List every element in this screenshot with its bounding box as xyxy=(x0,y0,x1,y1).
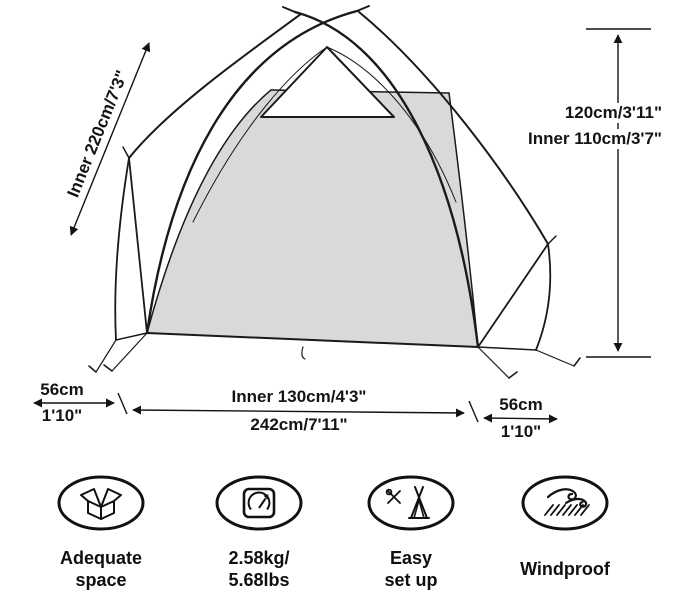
tent-door-vent xyxy=(260,46,395,118)
feature-label-line2: space xyxy=(75,570,127,590)
feature-label-line2: set up xyxy=(384,570,438,590)
dim-vestibule-right-imperial: 1'10" xyxy=(500,422,542,441)
feature-label-line1: Windproof xyxy=(520,559,610,580)
dim-total-width-label: 242cm/7'11" xyxy=(250,415,348,434)
tent-line-art xyxy=(33,5,651,424)
feature-label: Easy set up xyxy=(384,547,437,593)
feature-label: Windproof xyxy=(520,547,610,593)
feature-label-line2: 5.68lbs xyxy=(228,570,290,590)
feature-windproof: Windproof xyxy=(490,474,640,593)
dim-outer-height-label: 120cm/3'11" xyxy=(561,103,665,123)
open-box-icon xyxy=(56,474,146,532)
wind-icon xyxy=(520,474,610,532)
feature-label-line1: Adequate xyxy=(59,548,142,569)
feature-adequate-space: Adequate space xyxy=(26,474,176,593)
feature-label: 2.58kg/ 5.68lbs xyxy=(228,547,289,593)
dim-inner-width-label: Inner 130cm/4'3" xyxy=(231,387,367,406)
dim-vestibule-left-imperial: 1'10" xyxy=(41,406,83,425)
dimension-lines xyxy=(33,28,651,424)
tent-floor-panel xyxy=(147,90,478,347)
dim-vestibule-right-metric: 56cm xyxy=(499,395,543,414)
feature-label: Adequate space xyxy=(60,547,142,593)
feature-weight: 2.58kg/ 5.68lbs xyxy=(184,474,334,593)
weight-scale-icon xyxy=(214,474,304,532)
feature-label-line1: 2.58kg/ xyxy=(228,548,290,569)
feature-label-line1: Easy xyxy=(389,548,433,569)
dim-inner-height-label: Inner 110cm/3'7" xyxy=(524,129,665,149)
tent-setup-icon xyxy=(366,474,456,532)
feature-easy-setup: Easy set up xyxy=(336,474,486,593)
dim-vestibule-left-metric: 56cm xyxy=(40,380,84,399)
